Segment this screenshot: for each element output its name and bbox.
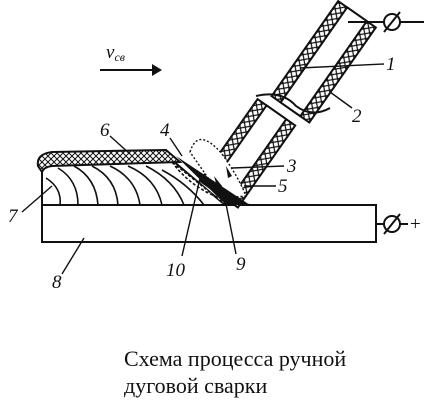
caption-line-2: дуговой сварки xyxy=(124,373,268,398)
velocity-arrow xyxy=(100,64,162,76)
label-8: 8 xyxy=(52,272,62,293)
base-metal xyxy=(41,204,377,243)
label-5: 5 xyxy=(278,176,288,197)
slag-crust xyxy=(36,148,183,175)
leader-lines xyxy=(21,63,385,275)
welding-process-diagram: + vсв 1 2 3 4 5 6 7 8 9 10 xyxy=(8,0,424,293)
label-2: 2 xyxy=(352,106,362,127)
label-6: 6 xyxy=(100,120,110,141)
label-1: 1 xyxy=(386,54,396,75)
caption-line-1: Схема процесса ручной xyxy=(124,346,347,371)
arc xyxy=(176,156,250,205)
label-3: 3 xyxy=(286,156,297,177)
terminal-top xyxy=(348,11,424,33)
terminal-plus-label: + xyxy=(410,214,421,235)
gas-shield xyxy=(189,138,248,199)
velocity-label: vсв xyxy=(106,42,125,64)
terminal-plus xyxy=(376,213,408,235)
weld-pool xyxy=(171,161,253,206)
molten-drops xyxy=(214,166,232,190)
label-4: 4 xyxy=(160,120,170,141)
label-9: 9 xyxy=(236,254,246,275)
electrode-break xyxy=(255,93,331,114)
weld-seam-hatching xyxy=(45,165,205,206)
electrode-upper xyxy=(270,0,378,124)
label-7: 7 xyxy=(8,206,19,227)
label-10: 10 xyxy=(166,260,186,281)
